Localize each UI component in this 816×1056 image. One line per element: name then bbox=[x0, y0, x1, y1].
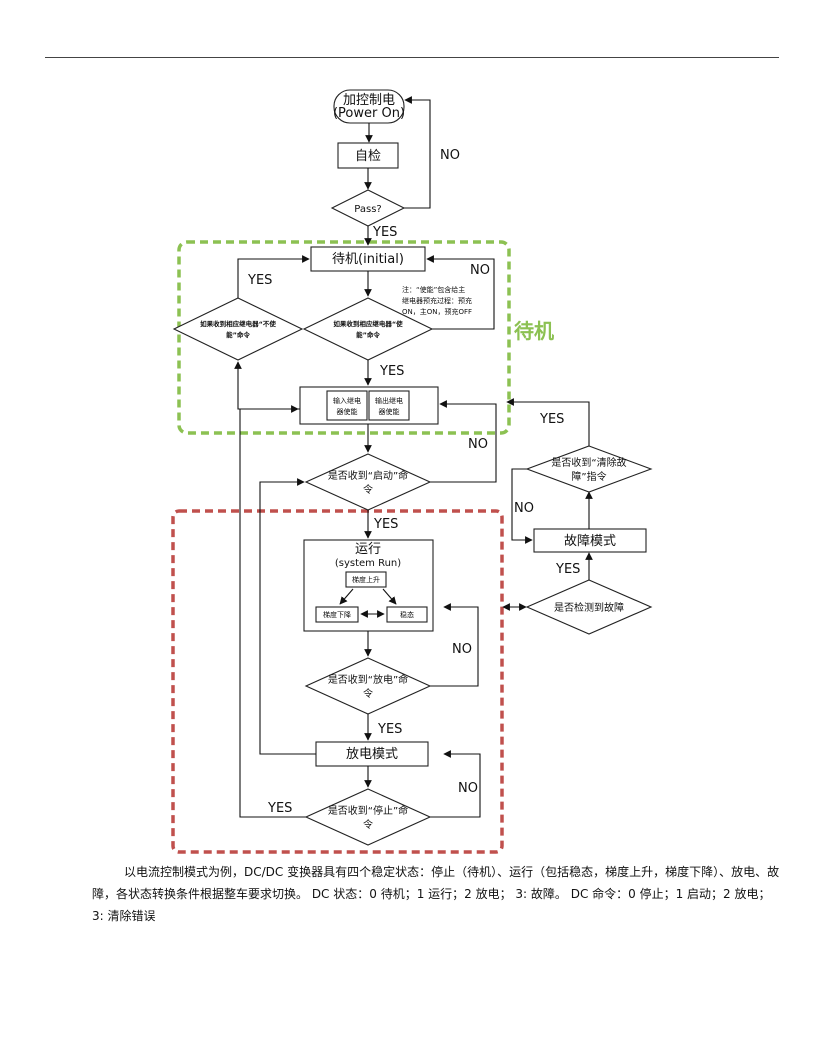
disable-cmd-label-2: 能”命令 bbox=[226, 330, 250, 339]
stop-cmd-label-2: 令 bbox=[363, 818, 373, 831]
enable-note-line-3: ON，主ON，预充OFF bbox=[402, 307, 472, 316]
enable-cmd-label-2: 能”命令 bbox=[356, 330, 380, 339]
fault-mode-node bbox=[533, 528, 647, 553]
enable-note-line-1: 注：“使能”包含给主 bbox=[402, 285, 465, 294]
discharge-mode-label: 放电模式 bbox=[346, 747, 398, 762]
stop-yes-label: YES bbox=[267, 801, 292, 816]
start-cmd-label-1: 是否收到“启动”命 bbox=[328, 469, 408, 482]
input-relay-label-1: 输入继电 bbox=[333, 396, 361, 405]
clear-fault-label-2: 障”指令 bbox=[571, 470, 606, 483]
ramp-up-label: 梯度上升 bbox=[352, 575, 380, 584]
output-relay-label-1: 输出继电 bbox=[375, 396, 403, 405]
standby-region-title: 待机 bbox=[514, 319, 554, 343]
discharge-cmd-label-1: 是否收到“放电”命 bbox=[328, 673, 408, 686]
pass-label: Pass? bbox=[354, 204, 381, 215]
start-cmd-decision bbox=[304, 453, 432, 511]
power-on-label-2: (Power On) bbox=[333, 106, 405, 121]
fault-detect-label: 是否检测到故障 bbox=[554, 601, 624, 614]
state-flowchart: 待机 加控制电 (Power On) 自检 Pass? NO YES 待机(in… bbox=[171, 89, 653, 854]
fault-yes-label: YES bbox=[555, 562, 580, 577]
discharge-cmd-label-2: 令 bbox=[363, 687, 373, 700]
enable-cmd-label-1: 如果收到相应继电器“使 bbox=[333, 319, 403, 328]
self-check-node bbox=[337, 142, 399, 169]
ramp-down-node bbox=[315, 606, 359, 623]
disable-cmd-decision bbox=[172, 297, 304, 361]
clear-fault-no-label: NO bbox=[514, 501, 534, 516]
output-relay-node bbox=[368, 390, 410, 421]
stop-cmd-label-1: 是否收到“停止”命 bbox=[328, 804, 408, 817]
ramp-down-label: 梯度下降 bbox=[323, 610, 351, 619]
disable-yes-label: YES bbox=[247, 273, 272, 288]
clear-fault-decision bbox=[525, 445, 653, 493]
discharge-no-label: NO bbox=[452, 642, 472, 657]
discharge-yes-label: YES bbox=[377, 722, 402, 737]
ramp-up-node bbox=[345, 571, 387, 588]
pass-no-label: NO bbox=[440, 148, 460, 163]
steady-node bbox=[386, 606, 428, 623]
fault-mode-label: 故障模式 bbox=[564, 534, 616, 549]
run-label-1: 运行 bbox=[355, 542, 381, 557]
discharge-cmd-decision bbox=[304, 657, 432, 715]
start-cmd-label-2: 令 bbox=[363, 483, 373, 496]
steady-label: 稳态 bbox=[400, 610, 414, 619]
enable-note-line-2: 继电器预充过程：预充 bbox=[402, 296, 472, 305]
standby-region-border bbox=[177, 240, 511, 435]
fault-detect-decision bbox=[525, 579, 653, 635]
pass-yes-label: YES bbox=[372, 225, 397, 240]
stop-no-label: NO bbox=[458, 781, 478, 796]
input-relay-node bbox=[326, 390, 368, 421]
enable-yes-label: YES bbox=[379, 364, 404, 379]
disable-cmd-label-1: 如果收到相应继电器“不使 bbox=[200, 319, 276, 328]
output-relay-label-2: 器使能 bbox=[379, 407, 400, 416]
clear-fault-yes-label: YES bbox=[539, 412, 564, 427]
standby-node bbox=[310, 246, 426, 272]
caption: 以电流控制模式为例，DC/DC 变换器具有四个稳定状态：停止（待机）、运行（包括… bbox=[92, 861, 782, 927]
run-region-border bbox=[171, 509, 504, 854]
standby-label: 待机(initial) bbox=[332, 252, 404, 267]
caption-paragraph: 以电流控制模式为例，DC/DC 变换器具有四个稳定状态：停止（待机）、运行（包括… bbox=[92, 865, 780, 923]
start-yes-label: YES bbox=[373, 517, 398, 532]
page-top-rule bbox=[45, 57, 779, 58]
power-on-label-1: 加控制电 bbox=[343, 93, 395, 108]
run-label-2: (system Run) bbox=[335, 558, 401, 569]
clear-fault-label-1: 是否收到“清除故 bbox=[551, 456, 626, 469]
enable-no-label: NO bbox=[470, 263, 490, 278]
self-check-label: 自检 bbox=[355, 149, 381, 164]
start-no-label: NO bbox=[468, 437, 488, 452]
stop-cmd-decision bbox=[304, 788, 432, 846]
input-relay-label-2: 器使能 bbox=[337, 407, 358, 416]
